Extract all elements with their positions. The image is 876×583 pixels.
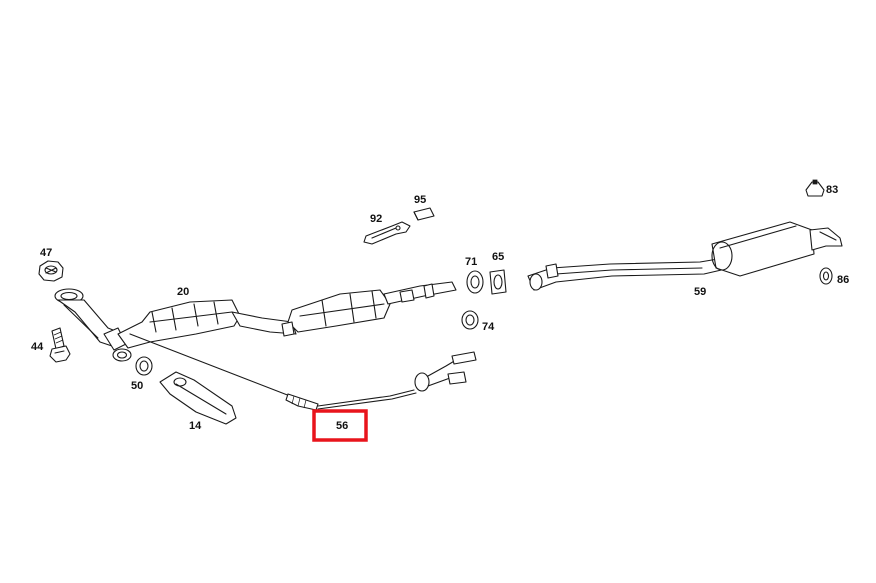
part-44-bolt[interactable] [49, 327, 71, 363]
part-65-clamp[interactable] [489, 269, 507, 295]
label-86: 86 [837, 274, 849, 286]
part-92-bracket[interactable] [363, 221, 411, 245]
label-65: 65 [492, 251, 504, 263]
label-14: 14 [189, 420, 202, 432]
part-50-gasket[interactable] [135, 356, 153, 376]
label-74: 74 [482, 321, 495, 333]
rear-muffler[interactable] [711, 221, 843, 277]
part-47-nut[interactable] [38, 260, 64, 282]
label-56: 56 [336, 420, 348, 432]
part-83-rubber-mount[interactable] [805, 179, 825, 197]
label-47: 47 [40, 247, 52, 259]
part-14-heat-shield[interactable] [159, 371, 237, 425]
label-95: 95 [414, 194, 426, 206]
part-74-mount-rubber[interactable] [461, 310, 479, 330]
label-20: 20 [177, 286, 189, 298]
label-83: 83 [826, 184, 838, 196]
label-44: 44 [31, 341, 44, 353]
label-59: 59 [694, 286, 706, 298]
part-71-clamp-ring[interactable] [466, 270, 484, 294]
part-59-rear-pipe[interactable] [527, 257, 731, 291]
part-56-oxygen-sensor[interactable] [129, 333, 477, 411]
highlight-box-56 [312, 409, 368, 442]
part-95-rubber-block[interactable] [413, 207, 435, 221]
part-20-catalytic-converter[interactable] [117, 281, 457, 349]
part-86-gasket-ring[interactable] [819, 267, 833, 285]
label-92: 92 [370, 213, 382, 225]
label-50: 50 [131, 380, 143, 392]
label-71: 71 [465, 256, 477, 268]
